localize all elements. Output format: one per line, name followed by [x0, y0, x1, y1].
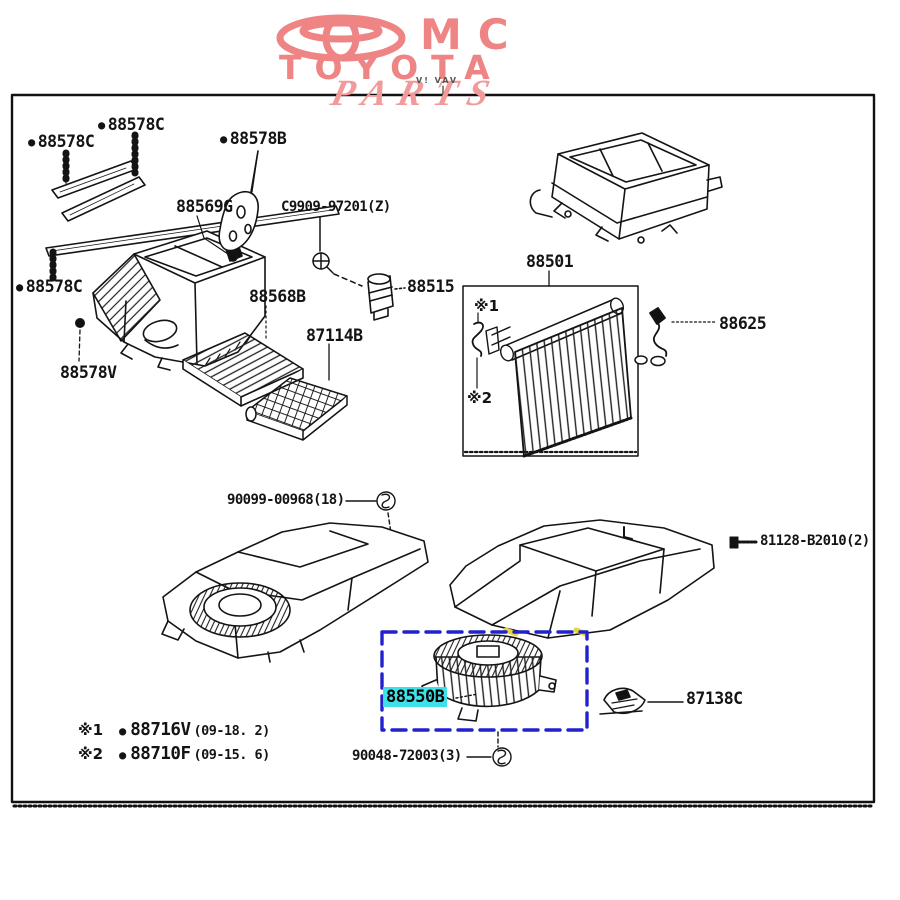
bullet-marker: ●	[28, 135, 35, 149]
ref-mark-2: ※2	[467, 389, 493, 407]
legend-part-2[interactable]: 88710F	[130, 744, 191, 764]
toyota-logo-watermark	[276, 14, 406, 62]
evaporator-box-88501	[462, 270, 639, 458]
part-label-88578c-bottom[interactable]: ●88578C	[16, 277, 83, 296]
part-label-88625[interactable]: 88625	[719, 314, 767, 333]
leader-lines-strips	[49, 131, 139, 282]
legend-range-1: (09-18. 2)	[193, 723, 270, 739]
clip-87138c-drawing	[599, 687, 684, 715]
heater-unit-drawing	[529, 132, 723, 244]
ref-mark-1: ※1	[474, 297, 500, 315]
part-label-88578v[interactable]: 88578V	[60, 363, 117, 382]
part-label-87114b[interactable]: 87114B	[306, 326, 363, 345]
bullet-marker: ●	[16, 280, 23, 294]
part-label-88515[interactable]: 88515	[407, 277, 455, 296]
part-label-90048-72003[interactable]: 90048-72003(3)	[352, 748, 462, 764]
watermark-mc-text: MC	[420, 10, 525, 59]
bullet-marker: ●	[119, 748, 127, 762]
screw-c9909-drawing	[312, 216, 363, 287]
legend-range-2: (09-15. 6)	[193, 747, 270, 763]
screw-90048-drawing	[466, 747, 512, 767]
leader-88578b	[251, 150, 259, 193]
thermistor-88625-drawing	[634, 307, 717, 367]
legend-part-1[interactable]: 88716V	[130, 720, 191, 740]
part-label-c9909-97201[interactable]: C9909-97201(Z)	[281, 199, 391, 215]
highlighted-part-label-88550b[interactable]: 88550B	[383, 687, 448, 707]
bullet-marker: ●	[98, 118, 105, 132]
leader-88569g	[196, 215, 229, 255]
part-label-81128-b2010[interactable]: 81128-B2010(2)	[760, 533, 870, 549]
watermark-toyota-text: TOYOTA	[279, 48, 503, 87]
leader-88578v	[75, 318, 85, 362]
legend-ref-2: ※2	[78, 745, 104, 763]
legend-row-2: ※2 ● 88710F (09-15. 6)	[78, 744, 270, 764]
diagram-frame	[10, 85, 876, 808]
part-label-88568b[interactable]: 88568B	[249, 287, 306, 306]
part-label-88501[interactable]: 88501	[526, 252, 574, 271]
part-label-88578b[interactable]: ●88578B	[220, 129, 287, 148]
bolt-81128-drawing	[729, 536, 758, 549]
filter-grille-drawing	[245, 343, 348, 441]
weatherstrip-drawings	[45, 160, 340, 257]
selection-box[interactable]	[380, 630, 589, 732]
cabin-filter-drawing	[182, 305, 304, 407]
valve-88515-drawing	[367, 273, 406, 321]
bullet-marker: ●	[220, 132, 227, 146]
part-label-87138c[interactable]: 87138C	[686, 689, 743, 708]
part-label-88578c-left[interactable]: ●88578C	[28, 132, 95, 151]
bullet-marker: ●	[119, 724, 127, 738]
watermark-tiny-text: V! VAV	[416, 76, 459, 85]
part-label-88578c-top[interactable]: ●88578C	[98, 115, 165, 134]
part-label-90099-00968[interactable]: 90099-00968(18)	[227, 492, 345, 508]
blower-case-right-drawing	[449, 519, 715, 639]
part-label-88569g[interactable]: 88569G	[176, 197, 233, 216]
legend-ref-1: ※1	[78, 721, 104, 739]
blower-unit-left-drawing	[161, 522, 429, 663]
legend-row-1: ※1 ● 88716V (09-18. 2)	[78, 720, 270, 740]
bracket-88578b-drawing	[218, 150, 259, 252]
